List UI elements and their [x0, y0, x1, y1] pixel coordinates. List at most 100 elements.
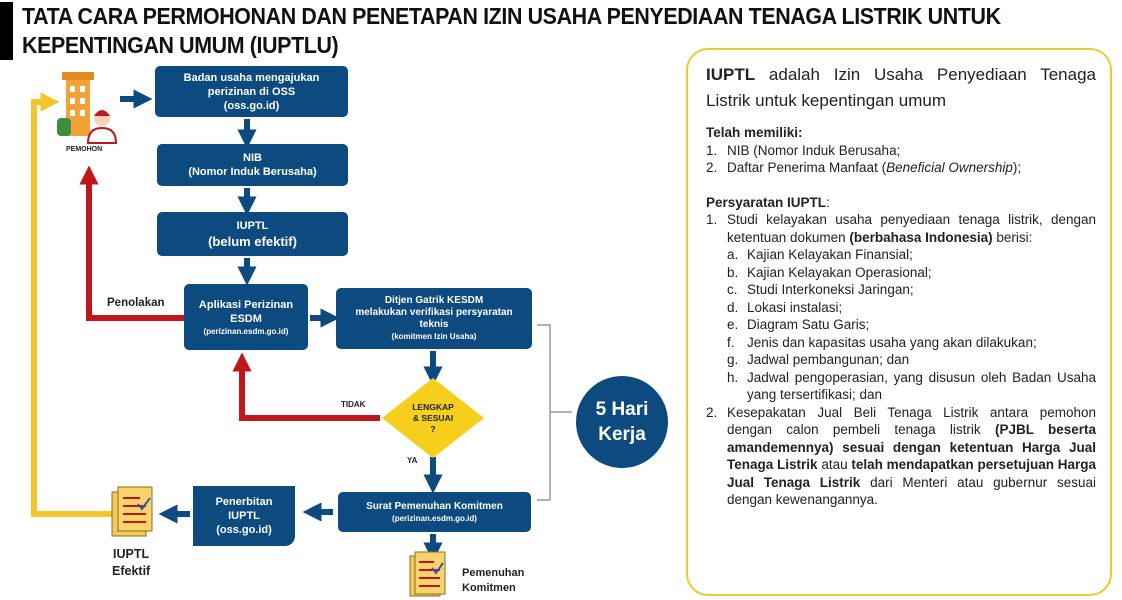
box-nib-line-2: (Nomor Induk Berusaha): [188, 166, 317, 178]
req-title-colon: :: [826, 194, 830, 210]
sub-item-b: b. Kajian Kelayakan Operasional;: [727, 264, 1096, 282]
panel-intro-text: adalah Izin Usaha Penyediaan Tenaga List…: [706, 65, 1096, 110]
sub-item-f: f. Jenis dan kapasitas usaha yang akan di…: [727, 334, 1096, 352]
diamond-line-3: ?: [430, 424, 436, 434]
sub-item-d: d. Lokasi instalasi;: [727, 299, 1096, 317]
box-surat-line-2: (perizinan.esdm.go.id): [392, 514, 477, 523]
owned-item-1-num: 1.: [706, 142, 718, 158]
decision-diamond: [382, 378, 484, 458]
req-item-1-text-b: berisi:: [992, 229, 1033, 245]
req-item-2-t3: atau: [817, 457, 852, 472]
req-item-2-text: Kesepakatan Jual Beli Tenaga Listrik ant…: [727, 404, 1096, 509]
box-oss-line-2: perizinan di OSS: [207, 85, 296, 98]
owned-item-2-text-italic: Beneficial Ownership: [886, 160, 1013, 175]
owned-item-2: 2. Daftar Penerima Manfaat (Beneficial Ow…: [706, 159, 1096, 177]
sub-item-f-text: Jenis dan kapasitas usaha yang akan dila…: [747, 334, 1037, 350]
req-item-1-text-a: Studi kelayakan usaha penyediaan tenaga …: [727, 212, 1096, 245]
pemenuhan-komitmen-label: Pemenuhan Komitmen: [462, 566, 524, 596]
box-penerbitan-line-3: (oss.go.id): [216, 524, 272, 536]
box-aplikasi: Aplikasi Perizinan ESDM (perizinan.esdm.…: [184, 284, 308, 350]
box-oss: Badan usaha mengajukan perizinan di OSS …: [155, 66, 348, 117]
sub-item-h-text: Jadwal pengoperasian, yang disusun oleh …: [747, 369, 1096, 403]
pemenuhan-line-2: Komitmen: [462, 582, 516, 594]
box-ditjen-line-4: (komitmen Izin Usaha): [391, 332, 477, 341]
owned-item-2-text-a: Daftar Penerima Manfaat (: [727, 160, 887, 175]
req-item-1-num: 1.: [706, 212, 718, 227]
box-oss-line-3: (oss.go.id): [223, 99, 280, 112]
box-iuptl: IUPTL (belum efektif): [157, 212, 348, 256]
sub-item-b-num: b.: [727, 264, 739, 280]
sub-item-d-text: Lokasi instalasi;: [747, 299, 843, 315]
effective-return-path: [31, 92, 112, 517]
penolakan-label: Penolakan: [107, 297, 165, 309]
sub-item-e-text: Diagram Satu Garis;: [747, 317, 870, 332]
box-aplikasi-line-3: (perizinan.esdm.go.id): [203, 326, 289, 336]
owned-item-1: 1. NIB (Nomor Induk Berusaha;: [706, 142, 1096, 160]
iuptl-efektif-label: IUPTL Efektif: [112, 546, 150, 580]
req-item-2-t1: Kesepakatan Jual Beli Tenaga Listrik ant…: [727, 404, 1096, 438]
box-oss-line-1: Badan usaha mengajukan: [183, 71, 320, 84]
box-penerbitan-line-2: IUPTL: [228, 510, 260, 522]
diamond-line-2: & SESUAI: [412, 413, 454, 423]
req-item-2: 2. Kesepakatan Jual Beli Tenaga Listrik …: [706, 404, 1096, 509]
sub-item-c: c.Studi Interkoneksi Jaringan;: [727, 281, 1096, 299]
panel-intro-bold: IUPTL: [706, 65, 756, 84]
req-item-1-text: Studi kelayakan usaha penyediaan tenaga …: [727, 211, 1096, 246]
diamond-text: LENGKAP & SESUAI ?: [392, 402, 474, 435]
sub-item-h-num: h.: [727, 369, 739, 385]
box-aplikasi-line-2: ESDM: [230, 312, 262, 325]
building-person-icon: [57, 72, 118, 144]
req-item-2-t5: dari Menteri atau gubernur sesuai dengan…: [727, 474, 1096, 508]
owned-item-2-num: 2.: [706, 160, 718, 175]
box-aplikasi-line-1: Aplikasi Perizinan: [198, 298, 294, 311]
ya-label: YA: [407, 456, 418, 465]
box-iuptl-line-2: (belum efektif): [208, 233, 297, 249]
owned-item-1-text: NIB (Nomor Induk Berusaha;: [727, 142, 901, 158]
req-title: Persyaratan IUPTL: [706, 194, 827, 210]
title-accent-bar: [0, 2, 13, 60]
box-penerbitan-line-1: Penerbitan: [215, 496, 273, 508]
iuptl-efektif-line-1: IUPTL: [113, 547, 150, 561]
page-title-line-2: KEPENTINGAN UMUM (IUPTLU): [22, 32, 339, 58]
sub-item-a-text: Kajian Kelayakan Finansial;: [747, 247, 913, 262]
box-surat: Surat Pemenuhan Komitmen (perizinan.esdm…: [338, 492, 531, 532]
box-penerbitan: Penerbitan IUPTL (oss.go.id): [193, 486, 295, 546]
page-title-line-1: TATA CARA PERMOHONAN DAN PENETAPAN IZIN …: [22, 3, 1001, 29]
pemenuhan-line-1: Pemenuhan: [462, 567, 525, 579]
panel-intro: IUPTL adalah Izin Usaha Penyediaan Tenag…: [706, 62, 1096, 114]
req-item-2-t4: telah mendapatkan persetujuan Harga Jual…: [727, 457, 1096, 490]
duration-line-2: Kerja: [598, 424, 646, 445]
pemohon-label: PEMOHON: [66, 146, 103, 153]
box-ditjen-line-3: teknis: [419, 319, 449, 330]
req-item-1-text-bold: (berbahasa Indonesia): [849, 229, 993, 245]
owned-item-2-text: Daftar Penerima Manfaat (Beneficial Owne…: [727, 159, 1096, 177]
box-ditjen-line-2: melakukan verifikasi persyaratan: [355, 307, 513, 318]
owned-section: Telah memiliki: 1.NIB (Nomor Induk Berus…: [706, 124, 1096, 509]
duration-bracket: [537, 324, 572, 501]
sub-item-d-num: d.: [727, 299, 739, 315]
sub-item-c-text: Studi Interkoneksi Jaringan;: [747, 282, 914, 297]
sub-item-g-text: Jadwal pembangunan; dan: [747, 352, 910, 367]
sub-item-g-num: g.: [727, 352, 739, 367]
sub-item-b-text: Kajian Kelayakan Operasional;: [747, 264, 932, 280]
rejection-path: [79, 165, 184, 321]
page-title: TATA CARA PERMOHONAN DAN PENETAPAN IZIN …: [22, 2, 1026, 60]
sub-item-e-num: e.: [727, 317, 739, 332]
req-item-2-num: 2.: [706, 404, 718, 420]
sub-item-a-num: a.: [727, 247, 739, 262]
tidak-label: TIDAK: [341, 400, 366, 409]
document-check-icon: [111, 486, 153, 537]
duration-line-1: 5 Hari: [595, 399, 649, 420]
sub-item-a: a. Kajian Kelayakan Finansial;: [727, 246, 1096, 264]
sub-item-h: h. Jadwal pengoperasian, yang disusun ole…: [727, 369, 1096, 404]
owned-list: 1. NIB (Nomor Induk Berusaha; 2. Daftar Pe…: [706, 142, 1096, 177]
owned-item-2-text-b: );: [1012, 160, 1022, 175]
duration-circle: 5 Hari Kerja: [576, 376, 668, 468]
box-ditjen: Ditjen Gatrik KESDM melakukan verifikasi…: [336, 288, 532, 349]
req-sub-list: a. Kajian Kelayakan Finansial; b. Kajian K…: [727, 246, 1096, 404]
box-nib-line-1: NIB: [243, 152, 262, 164]
sub-item-f-num: f.: [727, 334, 735, 350]
box-surat-line-1: Surat Pemenuhan Komitmen: [366, 501, 503, 512]
req-list: 1. Studi kelayakan usaha penyediaan tena…: [706, 211, 1096, 246]
